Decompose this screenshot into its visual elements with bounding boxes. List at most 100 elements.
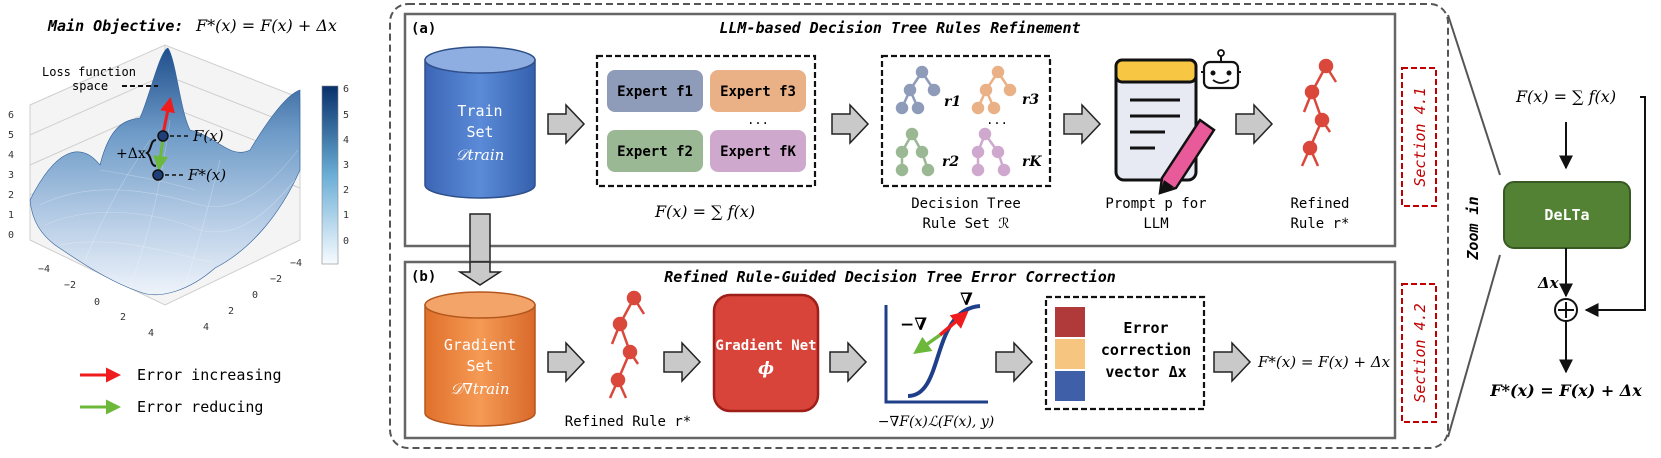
expert-f2-label: Expert f2	[617, 144, 693, 160]
colorbar-tick: 3	[343, 160, 349, 171]
zoom-panel: Zoom in F(x) = ∑ f(x) DeLTa Δx F*(x) = F…	[1464, 87, 1646, 400]
zoom-line-top	[1447, 14, 1501, 176]
prompt-caption-2: LLM	[1143, 216, 1168, 232]
error-vector-line1: Error	[1123, 319, 1168, 337]
z-tick: 5	[8, 130, 14, 141]
train-set-cylinder: Train Set 𝒟train	[424, 46, 536, 199]
rule-r3-label: r3	[1022, 92, 1039, 108]
surface-mesh	[39, 119, 299, 289]
tree-r3	[971, 65, 1017, 115]
arrow-tip-overlay	[457, 261, 503, 286]
arrow-error-to-result	[1213, 341, 1252, 383]
error-vector-cell-3	[1055, 371, 1085, 401]
error-vector-cell-2	[1055, 339, 1085, 369]
panel-b: (b) Refined Rule-Guided Decision Tree Er…	[403, 260, 1437, 440]
rule-rk-label: rK	[1022, 154, 1042, 170]
result-formula: F*(x) = F(x) + Δx	[1257, 353, 1391, 371]
z-tick: 2	[8, 190, 14, 201]
experts-ellipsis: ...	[747, 113, 769, 127]
rule-r1-label: r1	[944, 94, 961, 110]
y-tick: −4	[290, 258, 302, 269]
z-tick: 4	[8, 150, 14, 161]
panel-b-title: Refined Rule-Guided Decision Tree Error …	[664, 268, 1116, 286]
robot-icon	[1201, 49, 1241, 90]
z-tick: 6	[8, 110, 14, 121]
expert-f3	[710, 70, 806, 112]
y-tick: 2	[228, 306, 234, 317]
delta-label: +Δx	[116, 146, 146, 162]
prompt-notepad-icon	[1114, 58, 1216, 195]
panel-a: (a) LLM-based Decision Tree Rules Refine…	[403, 12, 1437, 248]
loss-surface	[29, 47, 301, 295]
colorbar-tick: 4	[343, 135, 349, 146]
gradient-set-line3: 𝒟∇train	[450, 380, 509, 398]
error-vector-cell-1	[1055, 307, 1085, 337]
arrow-experts-to-rules	[831, 103, 870, 145]
right-bottom-formula: F*(x) = F(x) + Δx	[1489, 381, 1642, 400]
colorbar-tick: 6	[343, 84, 349, 95]
arrow-net-to-grad	[829, 341, 868, 383]
expert-fk-label: Expert fK	[720, 144, 796, 160]
panel-a-tag: (a)	[411, 21, 436, 37]
prompt-caption-1: Prompt p for	[1105, 196, 1206, 212]
gradient-set-cylinder: Gradient Set 𝒟∇train	[424, 291, 536, 427]
gradient-set-line1: Gradient	[444, 336, 516, 354]
z-tick: 1	[8, 210, 14, 221]
ensemble-formula: F(x) = ∑ f(x)	[654, 202, 755, 221]
point-f	[157, 130, 169, 142]
rule-r2-label: r2	[942, 154, 959, 170]
zoom-in-label: Zoom in	[1464, 196, 1482, 260]
panel-b-box	[403, 260, 1397, 440]
section-4-2-tag	[1401, 283, 1437, 423]
x-tick: 4	[148, 328, 154, 339]
loss-label-line1: Loss function	[42, 65, 136, 79]
gradient-set-line2: Set	[466, 357, 493, 375]
expert-f1-label: Expert f1	[617, 84, 693, 100]
grad-caption: −∇F(x)ℒ(F(x), y)	[878, 414, 994, 430]
colorbar-ticks: 6 5 4 3 2 1 0	[343, 84, 349, 247]
expert-f1	[607, 70, 703, 112]
gradient-net-box[interactable]	[712, 293, 820, 413]
tree-r2	[895, 127, 935, 177]
objective-title: Main Objective:	[47, 17, 183, 35]
arrow-rules-to-prompt	[1063, 103, 1102, 145]
ruleset-caption-1: Decision Tree	[911, 196, 1021, 212]
error-increasing-arrow	[160, 97, 175, 135]
right-top-formula: F(x) = ∑ f(x)	[1515, 87, 1616, 106]
error-vector-line3: vector Δx	[1105, 363, 1186, 381]
tree-rk	[971, 127, 1011, 177]
expert-f2	[607, 130, 703, 172]
x-axis-ticks: −4 −2 0 2 4	[38, 264, 154, 339]
arrow-gradient-to-rule	[547, 341, 586, 383]
y-tick: −2	[270, 274, 282, 285]
expert-f3-label: Expert f3	[720, 84, 796, 100]
train-set-line1: Train	[457, 102, 502, 120]
colorbar-tick: 0	[343, 236, 349, 247]
colorbar-tick: 5	[343, 110, 349, 121]
colorbar	[321, 85, 339, 265]
arrow-rule-to-net	[663, 341, 702, 383]
panel-a-title: LLM-based Decision Tree Rules Refinement	[719, 19, 1080, 37]
y-tick: 4	[203, 322, 209, 333]
error-reducing-arrow	[153, 137, 169, 171]
delta-box-label: DeLTa	[1544, 206, 1589, 224]
y-axis-ticks: 4 2 0 −2 −4	[203, 258, 302, 333]
panel-b-tag: (b)	[411, 269, 436, 285]
z-axis-ticks: 6 5 4 3 2 1 0	[8, 110, 14, 241]
z-tick: 0	[8, 230, 14, 241]
section-4-1-label: Section 4.1	[1411, 87, 1429, 186]
refined-rule-caption: Refined Rule r*	[565, 414, 691, 430]
refined-rule-tree-a	[1300, 58, 1338, 167]
loss-label-line2: space	[72, 79, 108, 93]
section-4-2-label: Section 4.2	[1411, 303, 1429, 402]
arrow-grad-to-error	[995, 341, 1034, 383]
gradient-net-label: Gradient Net	[715, 338, 816, 354]
expert-fk	[710, 130, 806, 172]
zoom-line-bottom	[1447, 254, 1501, 438]
arrow-train-to-experts	[547, 103, 586, 145]
refined-caption-1: Refined	[1290, 196, 1349, 212]
gradient-plot	[884, 304, 988, 404]
arrow-prompt-to-refined	[1235, 103, 1274, 145]
framework-outline	[389, 3, 1449, 449]
